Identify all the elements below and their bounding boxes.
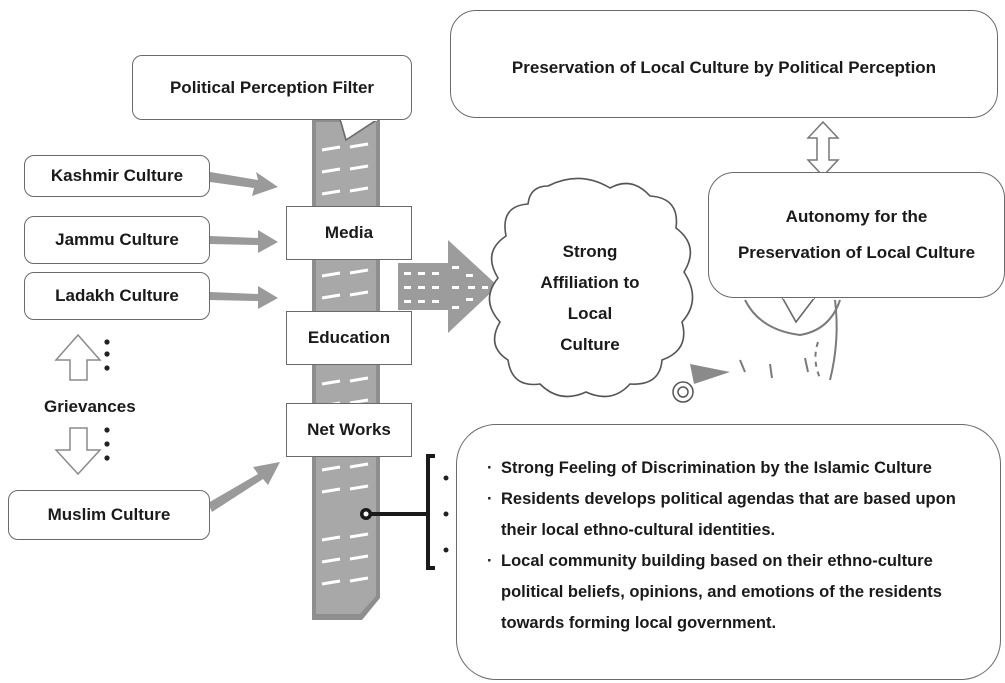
- affiliation-line: Local: [567, 304, 613, 323]
- channel-box-education: Education: [286, 311, 412, 365]
- kashmir-arrow: [210, 172, 278, 196]
- finding-item: Residents develops political agendas tha…: [471, 484, 986, 546]
- two-way-arrow: [806, 120, 840, 178]
- affiliation-cloud: [488, 177, 694, 398]
- findings-connector: [360, 454, 435, 570]
- finding-item: Strong Feeling of Discrimination by the …: [471, 453, 986, 484]
- cloud-tail: [672, 381, 694, 403]
- culture-box-muslim: Muslim Culture: [8, 490, 210, 540]
- findings-list: Strong Feeling of Discrimination by the …: [471, 453, 986, 639]
- grievances-label: Grievances: [44, 397, 136, 416]
- autonomy-line-1: Autonomy for the: [785, 207, 928, 226]
- channel-box-media: Media: [286, 206, 412, 260]
- affiliation-arrow: [398, 240, 498, 333]
- cloud-pointer-arrow: [690, 364, 730, 384]
- grievance-arrows: [54, 333, 102, 476]
- autonomy-tail: [780, 295, 817, 324]
- culture-box-kashmir: Kashmir Culture: [24, 155, 210, 197]
- affiliation-line: Culture: [560, 335, 620, 354]
- down-arrow: [54, 427, 102, 476]
- connector-dots: [443, 475, 449, 553]
- culture-box-jammu: Jammu Culture: [24, 216, 210, 264]
- up-arrow: [54, 333, 102, 381]
- finding-item: Local community building based on their …: [471, 546, 986, 639]
- perception-filter-strip: [312, 118, 380, 620]
- grievance-dots: [104, 339, 110, 461]
- culture-arrows: [208, 172, 280, 512]
- preservation-box: Preservation of Local Culture by Politic…: [450, 10, 998, 118]
- findings-box: Strong Feeling of Discrimination by the …: [456, 424, 1001, 680]
- muslim-arrow: [208, 462, 280, 512]
- autonomy-line-2: Preservation of Local Culture: [737, 243, 976, 262]
- affiliation-line: Strong: [562, 242, 618, 261]
- jammu-arrow: [210, 230, 278, 253]
- affiliation-text: Strong Affiliation to Local Culture: [520, 236, 660, 360]
- culture-box-ladakh: Ladakh Culture: [24, 272, 210, 320]
- affiliation-line: Affiliation to: [540, 273, 640, 292]
- autonomy-box: Autonomy for the Preservation of Local C…: [708, 172, 1005, 298]
- filter-title-box: Political Perception Filter: [132, 55, 412, 120]
- channel-box-networks: Net Works: [286, 403, 412, 457]
- ladakh-arrow: [210, 286, 278, 309]
